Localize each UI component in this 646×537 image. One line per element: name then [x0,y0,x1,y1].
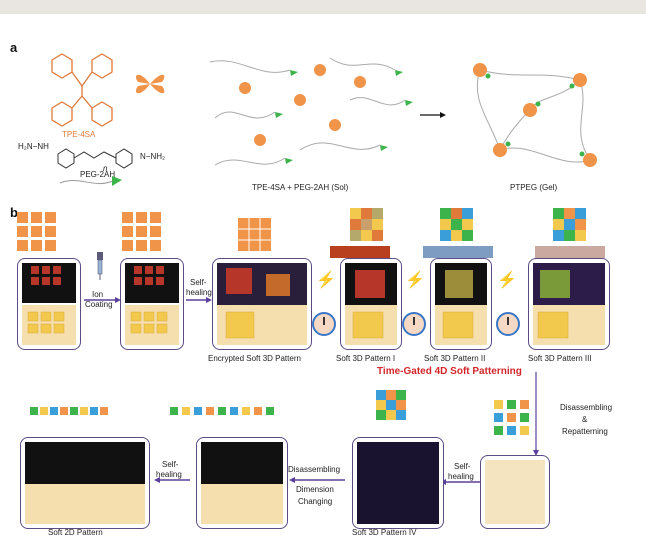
ion-label-1: Ion [92,290,104,299]
panel-label-b: b [10,205,18,220]
tpe-icon [135,74,165,94]
hydrazide-right: N−NH₂ [140,152,166,161]
clock-icon [312,312,336,336]
uv-bolt-icon: ⚡ [497,272,517,289]
changing-label: Changing [298,497,333,506]
self-healing-3a: Self- [162,460,179,469]
self-healing-2b: healing [448,472,474,481]
peg-label: PEG-2AH [80,170,116,179]
self-healing-3b: healing [156,470,182,479]
tpe-structure [51,53,113,127]
gel-network [476,69,591,163]
gel-caption: PTPEG (Gel) [510,183,558,192]
row1-arrows [84,252,212,303]
uv-bolt-icon: ⚡ [316,272,336,289]
phone-disassembled [480,455,550,529]
sol-tetramers [239,64,366,146]
top-grids [17,208,605,258]
disassembling-2: Disassembling [288,465,341,474]
time-gated-label: Time-Gated 4D Soft Patterning [377,366,522,377]
caption-p2: Soft 3D Pattern II [424,354,486,363]
clock-icon [402,312,426,336]
gel-junctions [485,73,585,157]
sol-caption: TPE-4SA + PEG-2AH (Sol) [252,183,349,192]
caption-p1: Soft 3D Pattern I [336,354,396,363]
ion-label-2: Coating [85,300,113,309]
self-healing-1a: Self- [190,278,207,287]
peg-structure [57,148,133,184]
phone-pattern-4 [352,437,444,529]
tpe-label: TPE-4SA [62,130,96,139]
panel-label-a: a [10,40,18,55]
disassembling-label: Disassembling [560,403,613,412]
dimension-label: Dimension [296,485,334,494]
phone-2d-pattern [20,437,150,529]
repeat-n: n [103,164,108,173]
caption-p3: Soft 3D Pattern III [528,354,592,363]
sol-scene [209,57,406,166]
gel-nodes [473,63,597,167]
peg-end-marker [112,176,122,186]
phone-dimension-changed [196,437,288,529]
phone-contents [27,266,570,339]
top-band [0,0,646,14]
hydrazide-left: H₂N−NH [18,142,49,151]
panel-a-graphics [51,53,597,186]
caption-2d: Soft 2D Pattern [48,528,103,537]
clock-icon [496,312,520,336]
sol-ends [275,70,413,164]
repatterning-label: Repatterning [562,427,608,436]
caption-encrypted: Encrypted Soft 3D Pattern [208,354,301,363]
self-healing-1b: healing [186,288,212,297]
caption-p4: Soft 3D Pattern IV [352,528,417,537]
ampersand-label: & [582,415,588,424]
self-healing-2a: Self- [454,462,471,471]
row2-graphics [30,372,539,485]
uv-bolt-icon: ⚡ [405,272,425,289]
